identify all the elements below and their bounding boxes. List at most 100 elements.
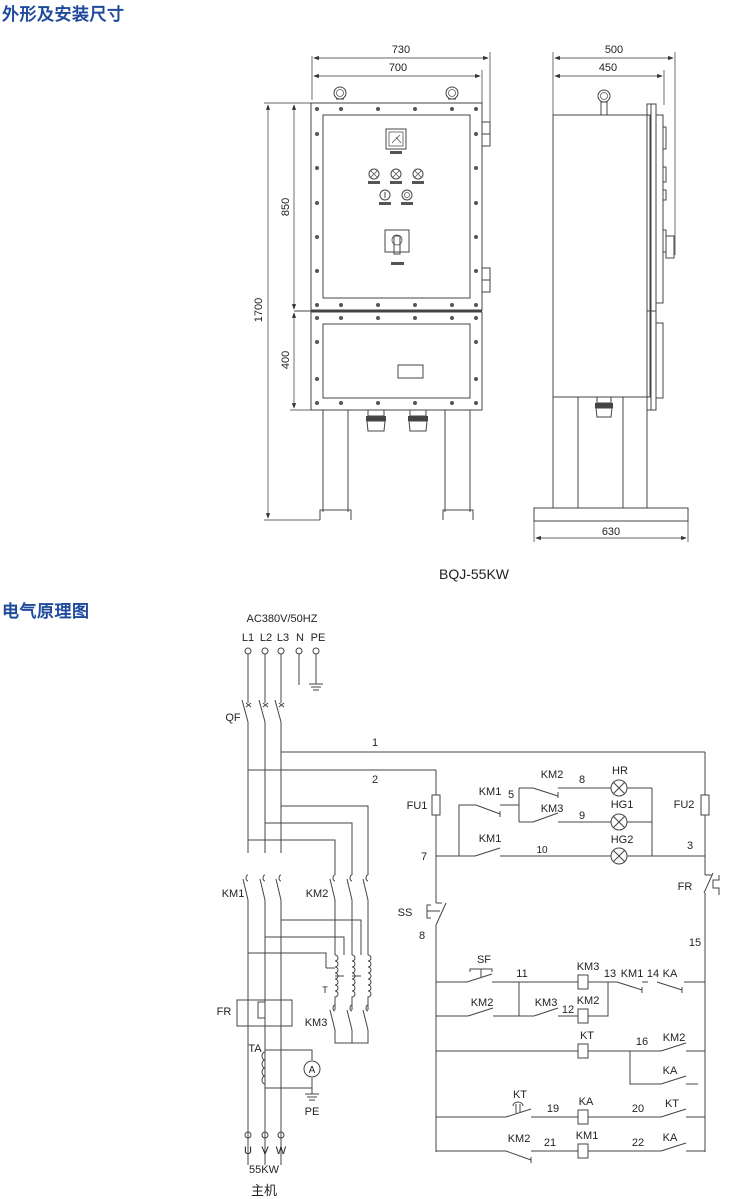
side-view: 500 450 630 <box>533 44 689 542</box>
terminal-label-l3: L3 <box>277 632 289 644</box>
wire-number: 8 <box>419 930 425 942</box>
label-fr-main: FR <box>217 1006 232 1018</box>
supply-label: AC380V/50HZ <box>247 613 318 625</box>
label-hg2: HG2 <box>611 834 634 846</box>
ground-icon <box>305 1093 319 1101</box>
ammeter-label: A <box>309 1065 316 1076</box>
dim-label-height-total: 1700 <box>253 298 265 322</box>
terminal-label-w: W <box>276 1145 287 1157</box>
label-km1-interlock: KM1 <box>621 968 644 980</box>
wire-number: 20 <box>632 1103 644 1115</box>
label-ka-kt: KA <box>663 1065 678 1077</box>
wire-number: 11 <box>516 968 527 980</box>
label-km1-aux: KM1 <box>479 786 502 798</box>
dim-label-height-upper: 850 <box>280 198 292 216</box>
label-coil-km3: KM3 <box>577 961 600 973</box>
label-ss: SS <box>398 907 413 919</box>
label-km2-hold: KM2 <box>471 997 494 1009</box>
dim-label-depth-inner: 450 <box>599 62 617 74</box>
coil-kt <box>577 1043 589 1059</box>
wire-number: 12 <box>562 1004 574 1016</box>
label-fr-control: FR <box>678 881 693 893</box>
label-km1-aux2: KM1 <box>479 833 502 845</box>
timer-contact-icon <box>512 1101 524 1113</box>
overload-relay-fr <box>236 999 293 1027</box>
label-fu1: FU1 <box>407 800 428 812</box>
dim-label-height-lower: 400 <box>280 351 292 369</box>
label-pe-ground: PE <box>305 1106 320 1118</box>
dim-label-width-outer: 730 <box>392 44 410 56</box>
dim-label-depth-outer: 500 <box>605 44 623 56</box>
label-sf: SF <box>477 954 491 966</box>
label-km2-kt: KM2 <box>663 1032 686 1044</box>
upper-enclosure <box>310 102 483 311</box>
wire-number: 13 <box>604 968 616 980</box>
label-km2-main: KM2 <box>306 888 329 900</box>
label-hr: HR <box>612 765 628 777</box>
breaker-label: QF <box>225 712 241 724</box>
label-km3-aux: KM3 <box>541 803 564 815</box>
contactor-km3-main <box>329 1004 369 1044</box>
stand-legs <box>319 410 474 520</box>
stop-button-ss <box>426 902 447 926</box>
motor-label: 主机 <box>251 1183 277 1198</box>
cable-glands <box>366 409 428 432</box>
side-enclosure <box>552 114 651 398</box>
fuse-fu2 <box>700 794 710 816</box>
ammeter-icon <box>303 1060 321 1078</box>
current-transformer-icon <box>261 1051 266 1085</box>
label-km2-aux: KM2 <box>541 769 564 781</box>
label-coil-km2: KM2 <box>577 995 600 1007</box>
model-label: BQJ-55KW <box>439 566 510 582</box>
electrical-schematic: AC380V/50HZ L1 L2 L3 N PE QF <box>217 613 720 1198</box>
terminal-label-l1: L1 <box>242 632 254 644</box>
coil-ka <box>577 1109 589 1125</box>
label-km2-km1: KM2 <box>508 1133 531 1145</box>
lower-enclosure <box>310 311 483 411</box>
wire-number: 10 <box>536 845 548 856</box>
wire-number: 3 <box>687 840 693 852</box>
wire-number: 16 <box>636 1036 648 1048</box>
wire-number: 21 <box>544 1137 556 1149</box>
input-terminals: L1 L2 L3 N PE <box>242 632 326 655</box>
fr-contact-control <box>703 872 720 895</box>
front-view: 730 700 <box>253 44 491 521</box>
label-coil-kt: KT <box>580 1030 594 1042</box>
dim-label-width-inner: 700 <box>389 62 407 74</box>
ground-icon <box>309 683 323 691</box>
wire-number: 22 <box>632 1137 644 1149</box>
coil-km1 <box>577 1143 589 1159</box>
terminal-label-n: N <box>296 632 304 644</box>
fuse-fu1 <box>431 794 441 816</box>
label-coil-km1: KM1 <box>576 1130 599 1142</box>
contactor-km2-main <box>329 874 369 901</box>
wire-number: 5 <box>508 789 514 801</box>
side-base <box>533 507 689 522</box>
terminal-label-l2: L2 <box>260 632 272 644</box>
autotransformer-t <box>326 954 372 1010</box>
push-buttons <box>379 189 413 205</box>
wire-number: 1 <box>372 737 378 749</box>
nameplate <box>397 364 424 379</box>
section-title-dimensions: 外形及安装尺寸 <box>2 5 125 25</box>
label-kt-timed: KT <box>513 1089 527 1101</box>
label-hg1: HG1 <box>611 799 634 811</box>
label-ka-interlock: KA <box>663 968 678 980</box>
label-autotransformer: T <box>322 985 328 995</box>
label-kt-ka: KT <box>665 1098 679 1110</box>
wire-number: 2 <box>372 774 378 786</box>
label-km1-main: KM1 <box>222 888 245 900</box>
coil-km3 <box>577 974 589 990</box>
bolts <box>315 107 478 405</box>
wire-number: 9 <box>579 810 585 822</box>
label-ta: TA <box>248 1043 262 1055</box>
coil-km2 <box>577 1008 589 1024</box>
dim-label-base-width: 630 <box>602 526 620 538</box>
label-coil-ka: KA <box>579 1096 594 1108</box>
wire-number: 15 <box>689 937 701 949</box>
terminal-label-u: U <box>244 1145 252 1157</box>
terminal-label-pe: PE <box>311 632 326 644</box>
section-title-electrical: 电气原理图 <box>2 602 90 622</box>
wire-number: 7 <box>421 851 427 863</box>
